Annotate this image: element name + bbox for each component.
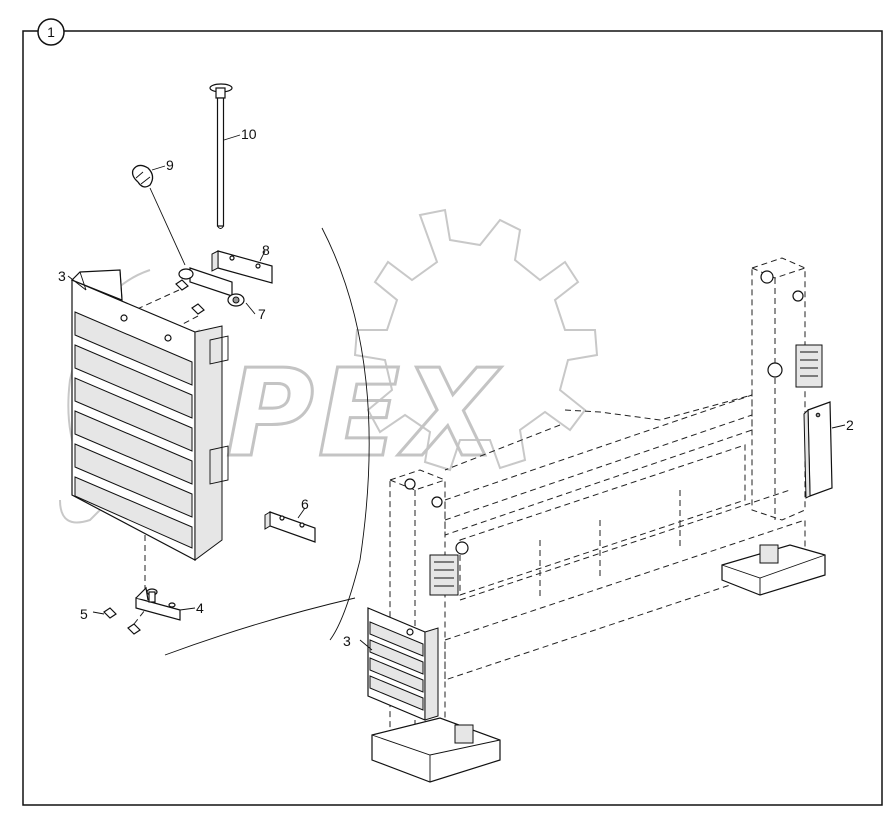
part-2-side-cover bbox=[803, 401, 833, 499]
explode-arc-upper bbox=[321, 227, 370, 641]
callout-3-right: 3 bbox=[343, 633, 351, 649]
callout-2: 2 bbox=[846, 417, 854, 433]
callout-9: 9 bbox=[166, 157, 174, 173]
frame-assembly bbox=[371, 257, 826, 783]
assembly-number-circle bbox=[37, 18, 65, 46]
assembly-number: 1 bbox=[47, 24, 55, 40]
part-8-plate bbox=[175, 250, 273, 315]
callout-4: 4 bbox=[196, 600, 204, 616]
part-10-pin bbox=[209, 83, 233, 229]
callout-3-left: 3 bbox=[58, 268, 66, 284]
part-9-clip bbox=[131, 164, 154, 188]
frame-hinge-bottom bbox=[454, 544, 779, 744]
part-6-plate bbox=[264, 511, 316, 543]
callout-10: 10 bbox=[241, 126, 257, 142]
part-5-screws bbox=[103, 607, 141, 635]
callout-8: 8 bbox=[262, 242, 270, 258]
part-3-installed-panel bbox=[367, 607, 439, 721]
callout-7: 7 bbox=[258, 306, 266, 322]
part-3-cover-panel bbox=[70, 269, 229, 561]
diagram-frame bbox=[22, 30, 883, 806]
frame-clamp-right bbox=[767, 344, 823, 388]
part-4-bracket bbox=[135, 586, 181, 621]
frame-clamp-left bbox=[429, 541, 469, 596]
callout-5: 5 bbox=[80, 606, 88, 622]
callout-6: 6 bbox=[301, 496, 309, 512]
explode-arc-lower bbox=[164, 597, 356, 656]
